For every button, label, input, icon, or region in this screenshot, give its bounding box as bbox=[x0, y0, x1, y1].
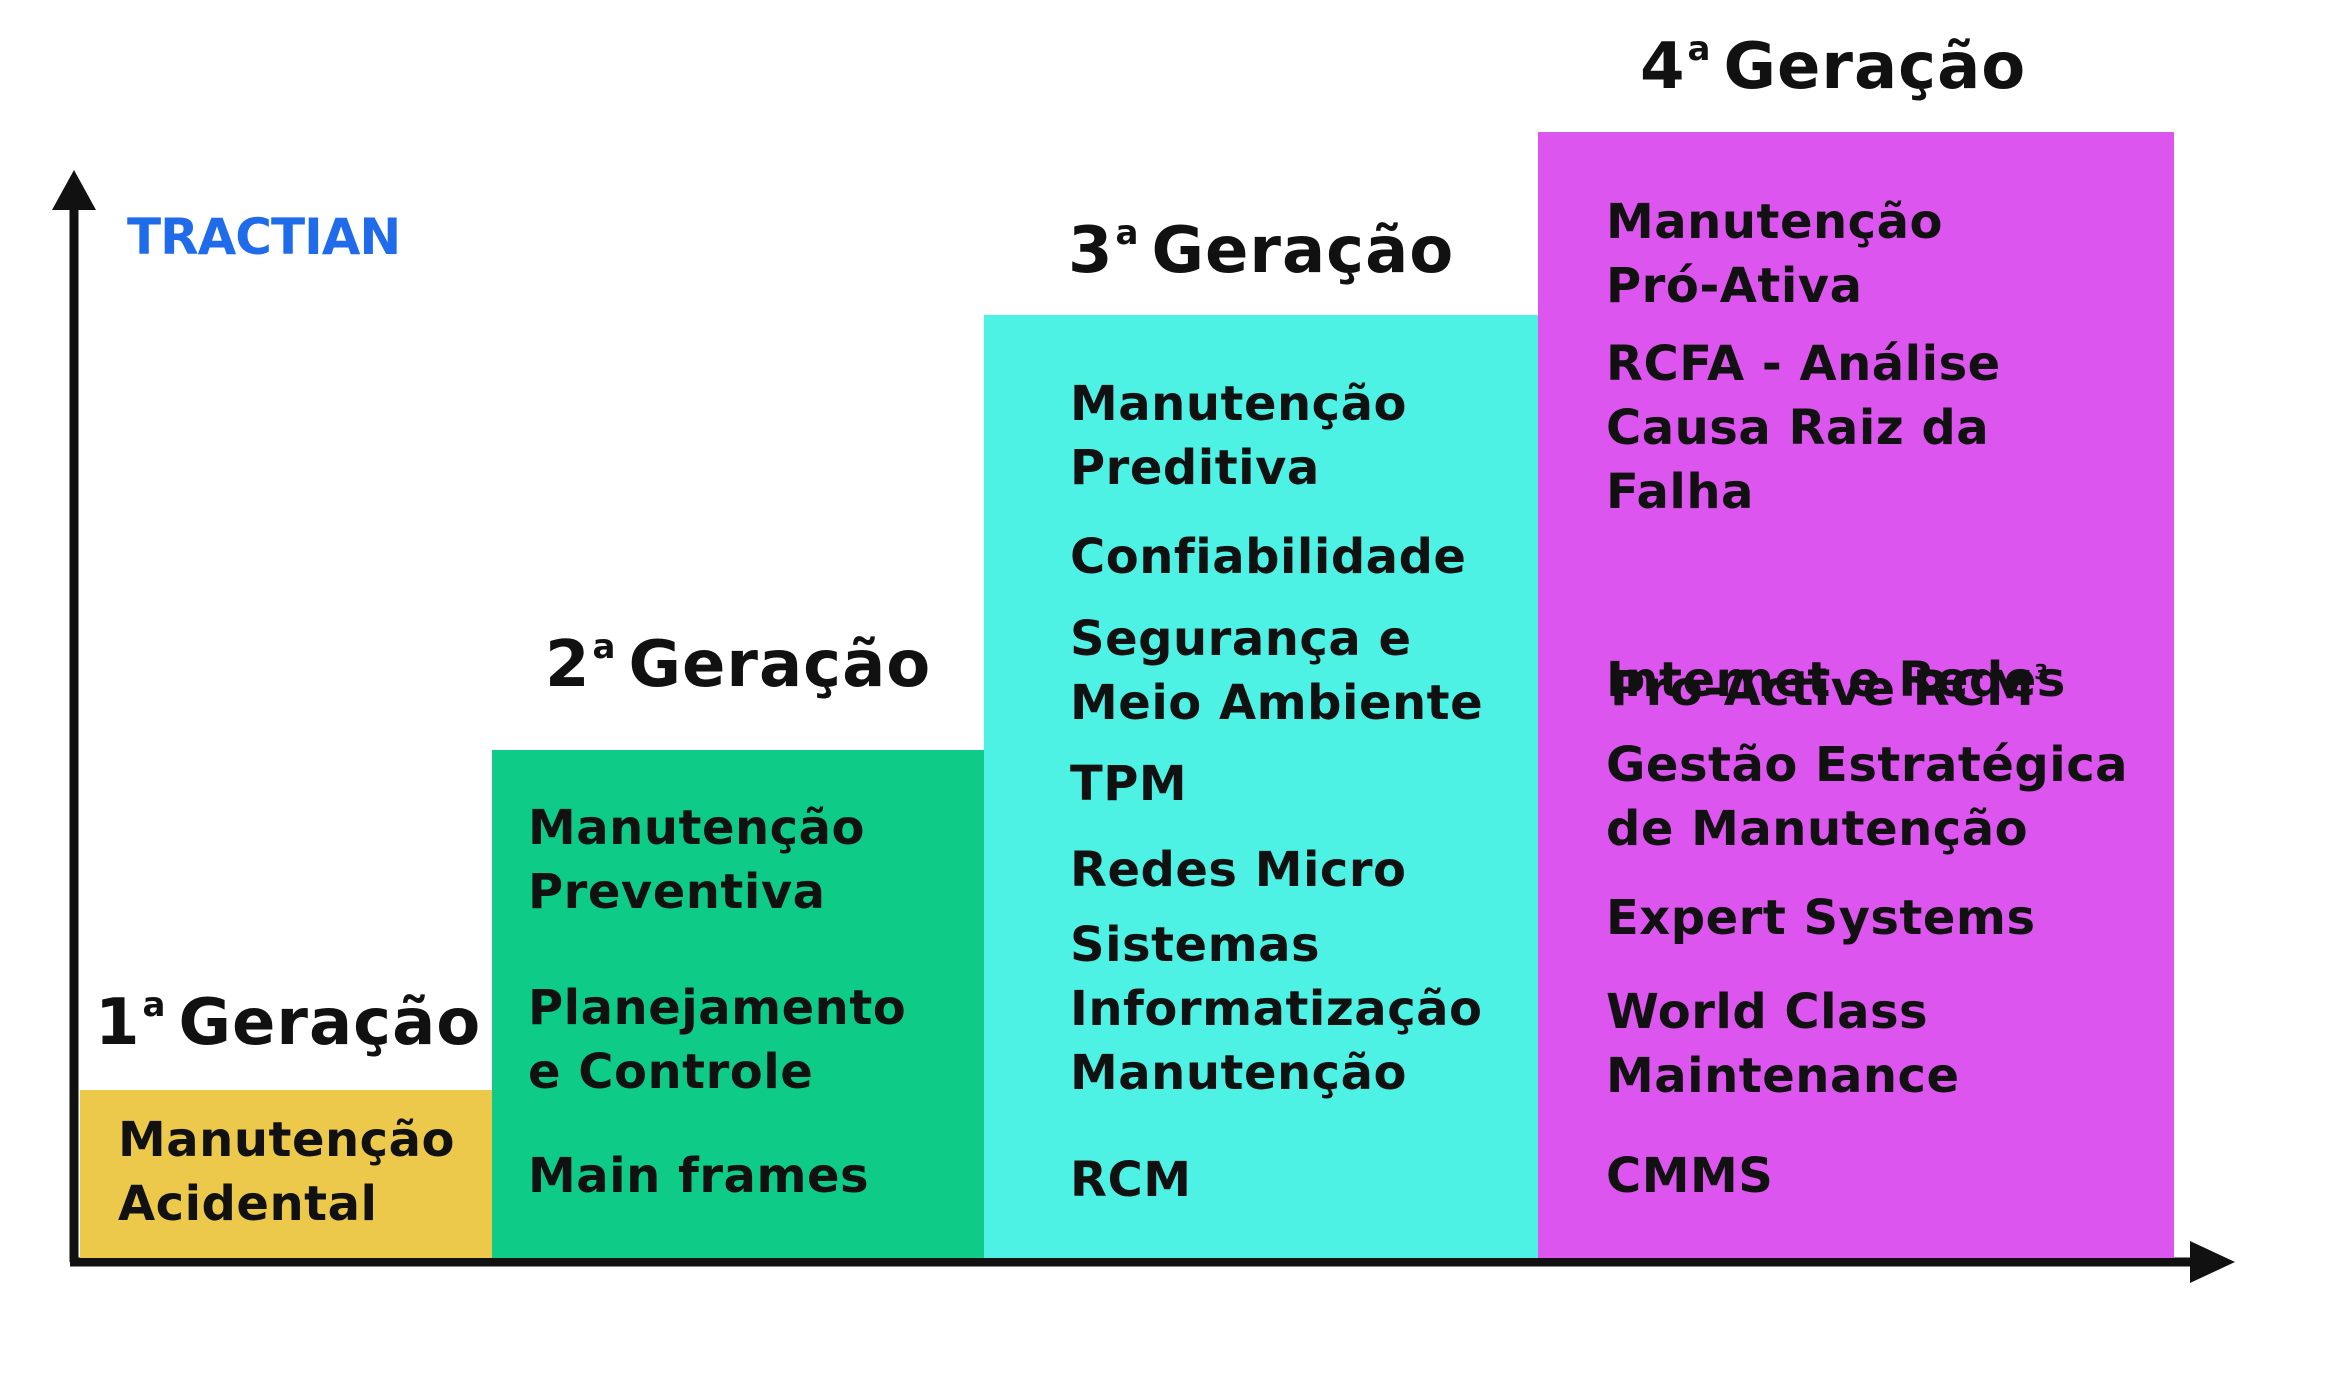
gen3-block bbox=[984, 315, 1538, 1258]
gen4-item: Internet e Redes bbox=[1606, 652, 2066, 708]
gen4-item: RCFA - Análise Causa Raiz da Falha bbox=[1606, 336, 2001, 520]
gen4-title-text: Geração bbox=[1723, 30, 2027, 104]
gen4-item-rcm: Pro-Active RCM3 bbox=[1610, 576, 2049, 721]
gen2-item: Main frames bbox=[528, 1148, 870, 1204]
gen1-item: Manutenção Acidental bbox=[118, 1112, 455, 1232]
gen2-item: Planejamento e Controle bbox=[528, 980, 907, 1100]
gen3-item: TPM bbox=[1070, 756, 1188, 812]
gen3-item: RCM bbox=[1070, 1152, 1192, 1208]
gen1-block bbox=[80, 1090, 492, 1258]
y-axis-arrow-icon bbox=[52, 170, 96, 210]
gen3-item: Segurança e Meio Ambiente bbox=[1070, 611, 1484, 731]
gen1-title-text: Geração bbox=[178, 986, 482, 1060]
gen2-number: 2 bbox=[545, 628, 591, 702]
gen2-ordinal: a bbox=[592, 627, 617, 667]
gen4-item: Gestão Estratégica de Manutenção bbox=[1606, 737, 2129, 857]
gen4-item: World Class Maintenance bbox=[1606, 984, 1960, 1104]
gen3-item: Sistemas Informatização Manutenção bbox=[1070, 917, 1483, 1101]
gen4-number: 4 bbox=[1640, 30, 1686, 104]
gen1-number: 1 bbox=[95, 986, 141, 1060]
gen4-item-rcm-superscript: 3 bbox=[2034, 660, 2049, 684]
gen4-item: Expert Systems bbox=[1606, 890, 2036, 946]
x-axis-arrow-icon bbox=[2190, 1241, 2235, 1283]
gen2-title-text: Geração bbox=[628, 628, 932, 702]
gen2-block bbox=[492, 750, 984, 1258]
gen4-block bbox=[1538, 132, 2174, 1258]
gen2-item: Manutenção Preventiva bbox=[528, 800, 865, 920]
gen3-item: Manutenção Preditiva bbox=[1070, 376, 1407, 496]
gen4-item-rcm-text: Pro-Active RCM bbox=[1610, 661, 2035, 717]
gen4-item: Manutenção Pró-Ativa bbox=[1606, 194, 1943, 314]
gen3-item: Redes Micro bbox=[1070, 842, 1407, 898]
gen3-item: Confiabilidade bbox=[1070, 529, 1467, 585]
gen3-ordinal: a bbox=[1115, 213, 1140, 253]
gen1-ordinal: a bbox=[142, 985, 167, 1025]
gen3-number: 3 bbox=[1068, 214, 1114, 288]
gen4-item: CMMS bbox=[1606, 1148, 1774, 1204]
tractian-logo: TRACTIAN bbox=[127, 208, 401, 266]
gen4-ordinal: a bbox=[1687, 29, 1712, 69]
gen3-title-text: Geração bbox=[1151, 214, 1455, 288]
